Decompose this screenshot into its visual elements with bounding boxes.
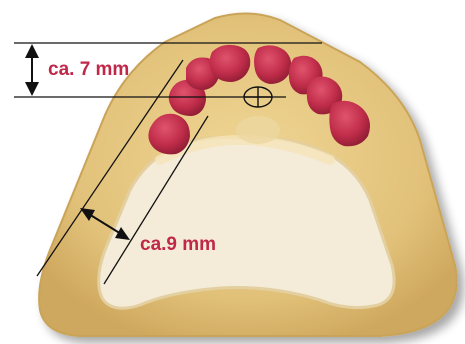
vertical-measurement-label: ca. 7 mm [48, 60, 129, 79]
incisive-papilla [236, 116, 280, 144]
oblique-measurement-label: ca.9 mm [140, 235, 216, 254]
vertical-arrowhead-up [25, 44, 39, 58]
crosshair-marker [244, 87, 272, 107]
vertical-arrowhead-down [25, 82, 39, 96]
